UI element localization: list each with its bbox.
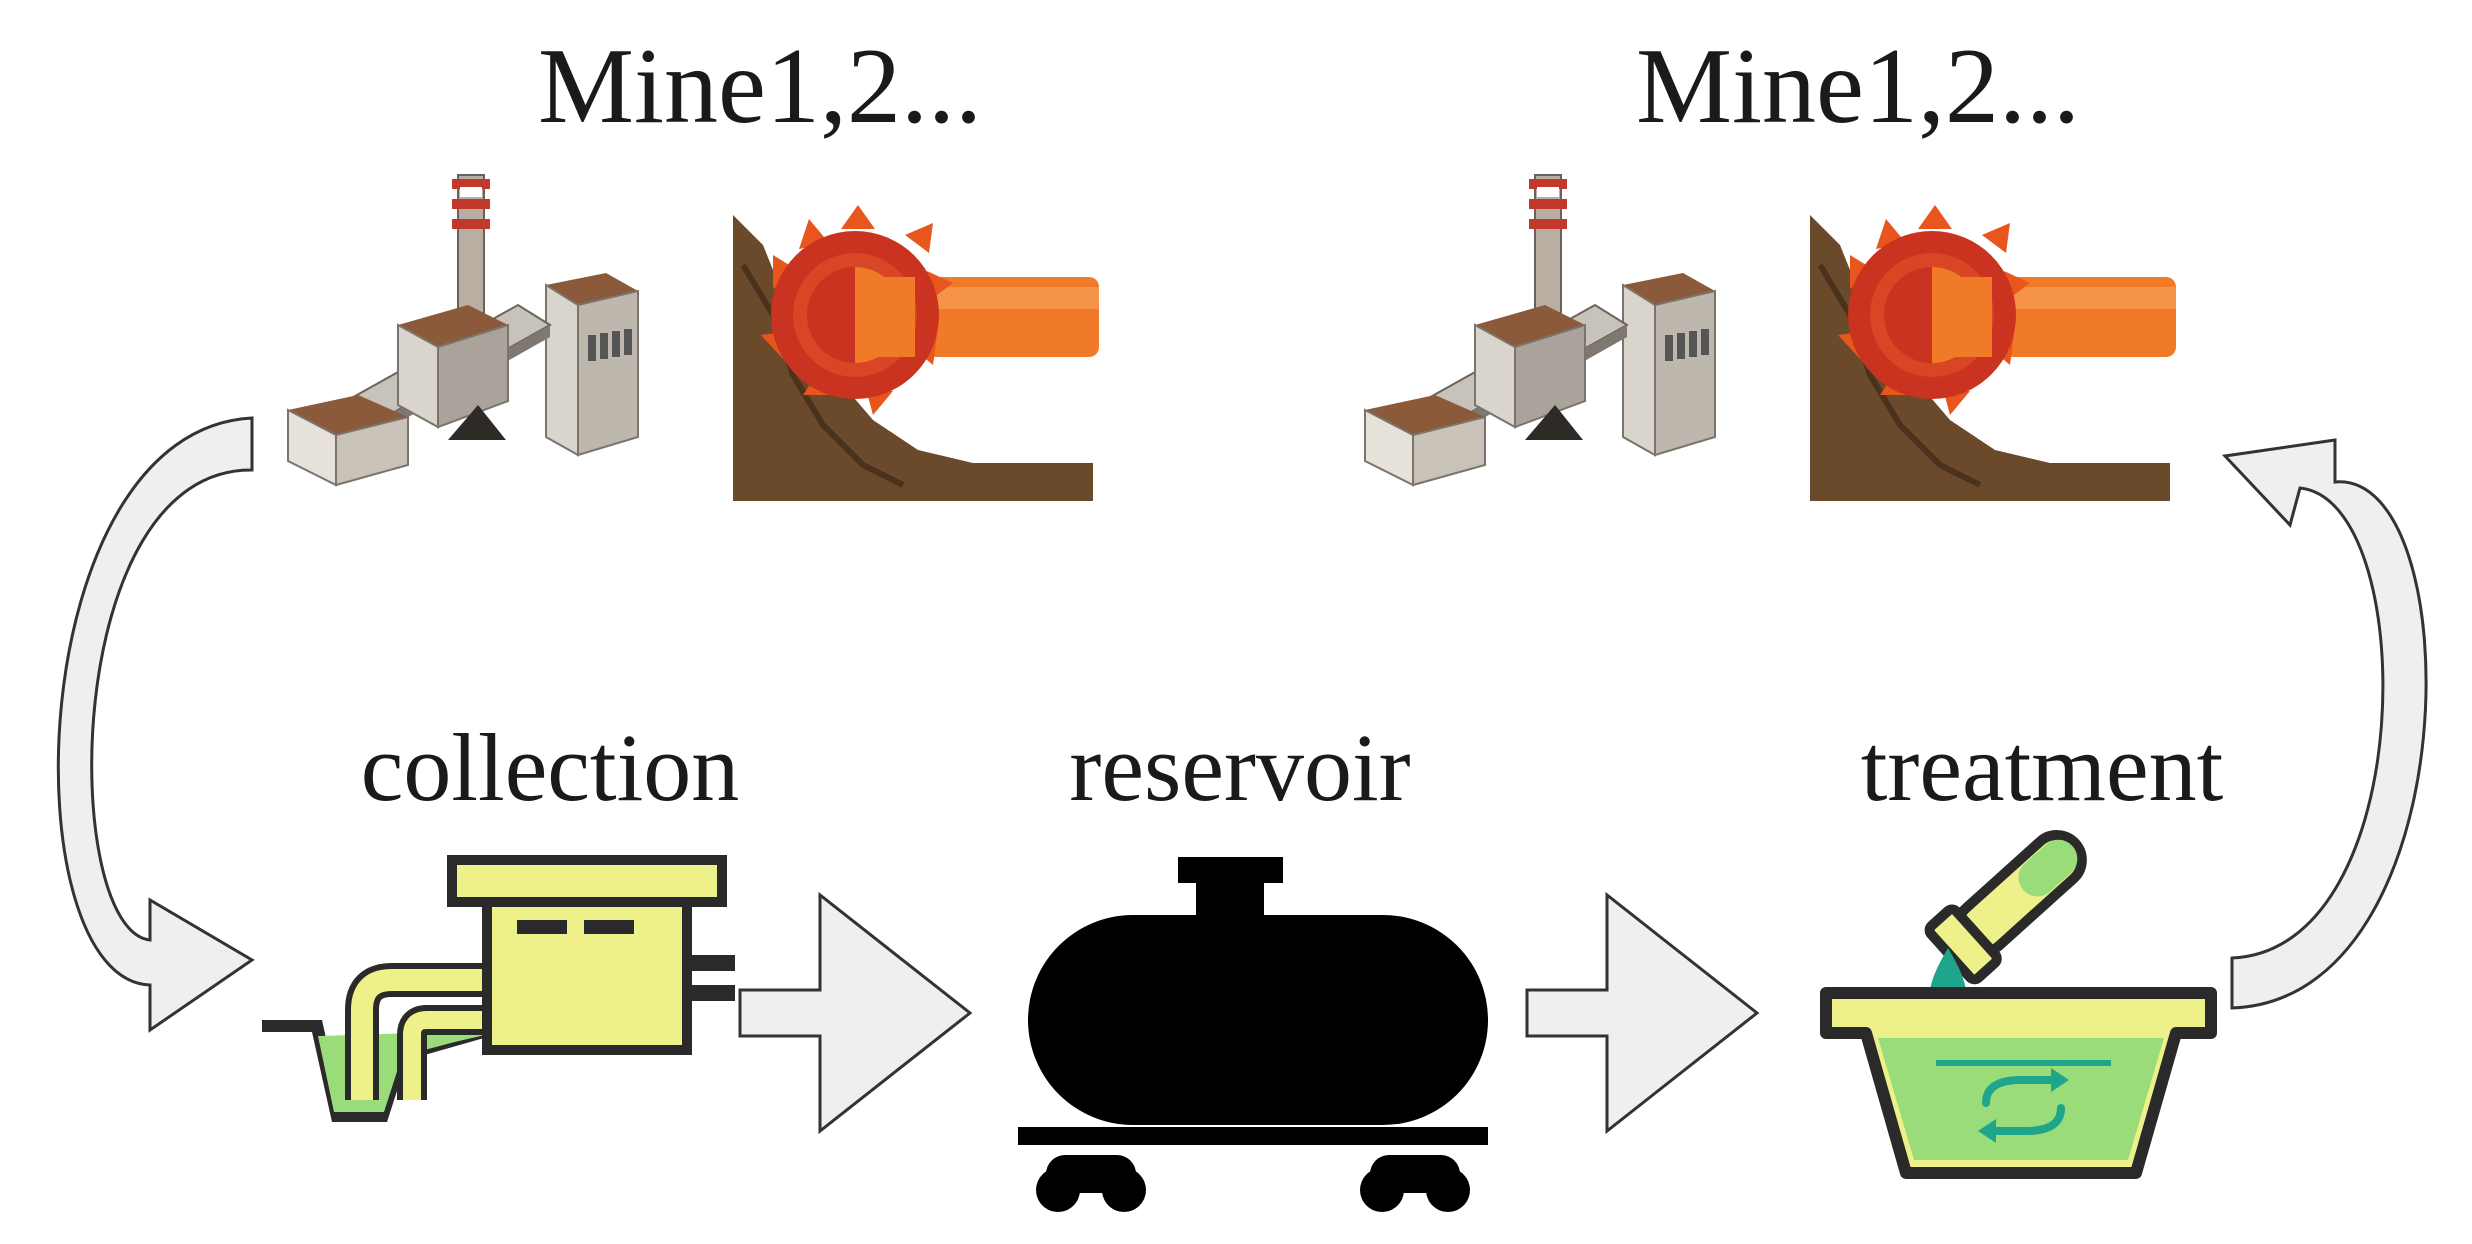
treatment-label: treatment [1861,714,2224,821]
collection-label: collection [361,714,740,821]
reservoir-label: reservoir [1069,714,1410,821]
block-arrow-icon [738,893,972,1133]
factory-conveyor-icon [1364,174,1716,486]
bucket-wheel-excavator-icon [1810,205,2176,501]
factory-conveyor-icon [287,174,639,486]
mine-right-label: Mine1,2... [1636,27,2080,146]
mine-left-label: Mine1,2... [538,27,982,146]
treatment-basin-icon [1820,830,2217,1179]
collection-sump-icon [262,855,735,1122]
bucket-wheel-excavator-icon [733,205,1099,501]
tank-car-icon [1018,857,1488,1212]
curved-arrow-left [56,416,255,1033]
curved-arrow-right [2221,438,2428,1010]
block-arrow-icon [1525,893,1759,1133]
